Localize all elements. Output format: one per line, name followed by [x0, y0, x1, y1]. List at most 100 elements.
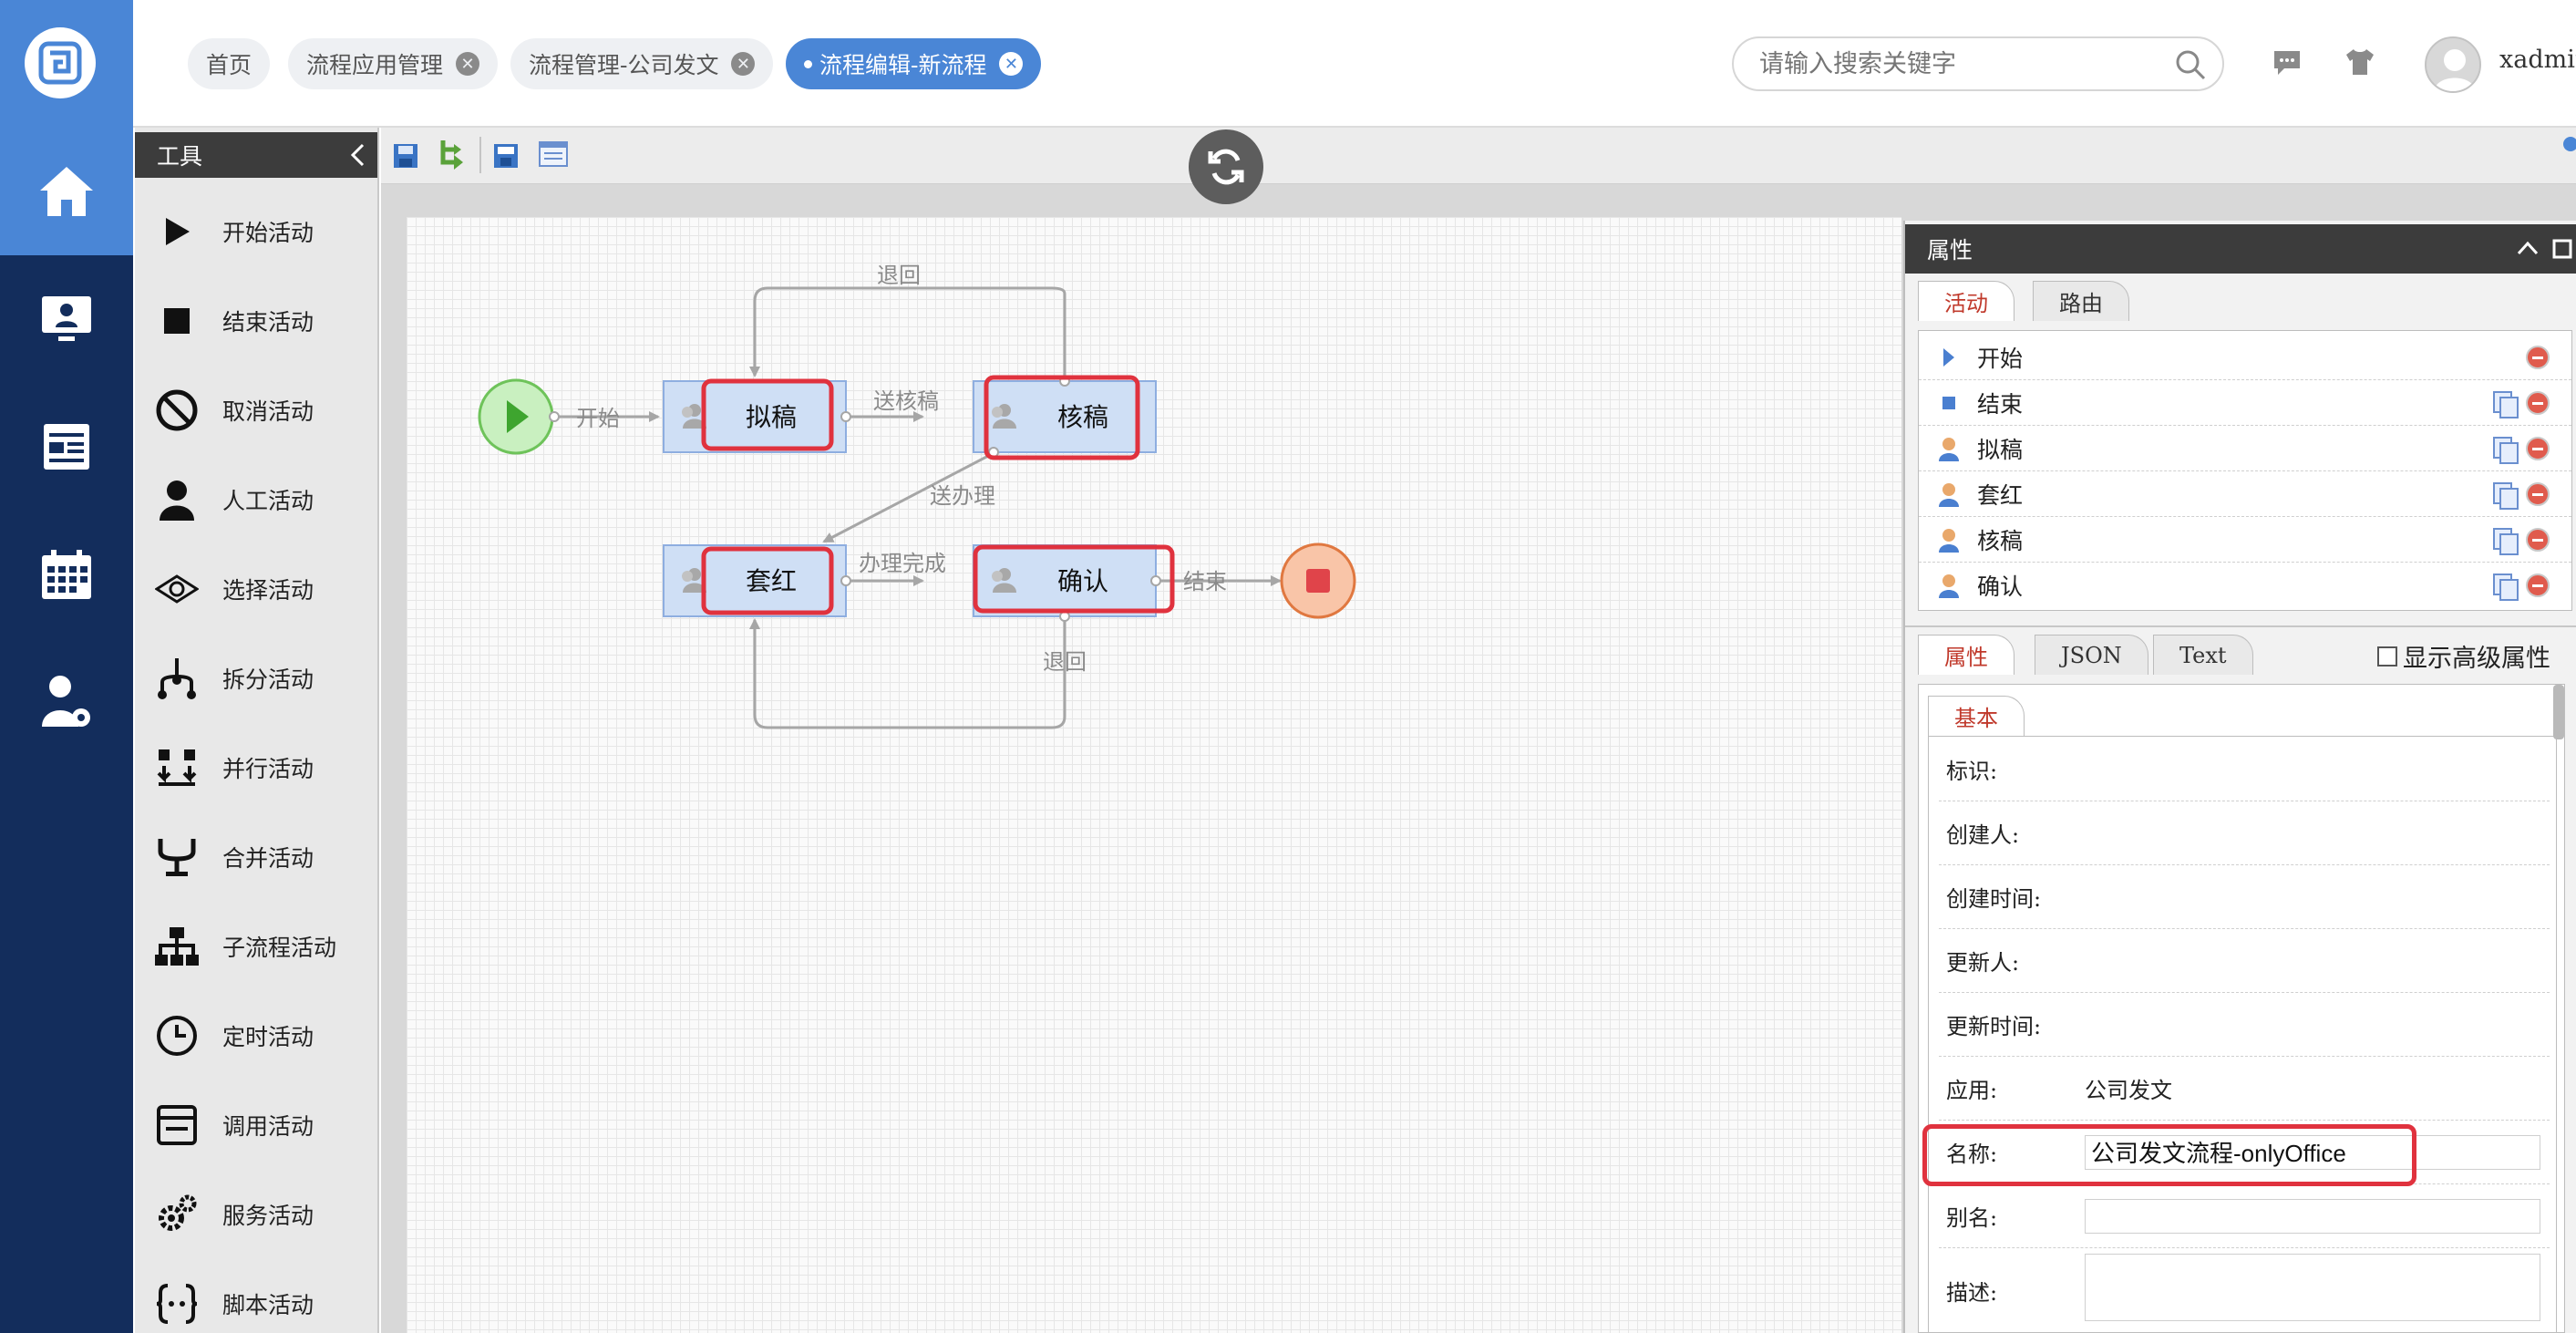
alias-input[interactable]: [2085, 1198, 2540, 1234]
delete-icon[interactable]: [2526, 437, 2550, 460]
form-view-icon[interactable]: [538, 140, 569, 168]
copy-icon[interactable]: [2493, 391, 2519, 418]
app-logo[interactable]: [25, 27, 96, 98]
nav-desktop[interactable]: [0, 255, 133, 383]
list-item[interactable]: 开始: [1919, 335, 2571, 380]
edge-back-to-redhead[interactable]: 退回: [749, 618, 1087, 729]
edge-end[interactable]: 结束: [1156, 569, 1282, 594]
tool-cancel-activity[interactable]: 取消活动: [153, 366, 314, 455]
copy-icon[interactable]: [2493, 482, 2519, 510]
property-panel-header: 属性: [1905, 224, 2576, 274]
activity-draft[interactable]: 拟稿: [663, 380, 851, 453]
shirt-icon[interactable]: [2344, 47, 2375, 77]
tab-route[interactable]: 路由: [2033, 281, 2129, 321]
save-icon[interactable]: [392, 142, 419, 170]
activity-label: 核稿: [1057, 402, 1108, 432]
tab-properties[interactable]: 属性: [1918, 635, 2014, 675]
list-item[interactable]: 确认: [1919, 563, 2571, 608]
nav-calendar[interactable]: [0, 511, 133, 638]
refresh-button[interactable]: [1189, 129, 1263, 204]
eye-choice-icon: [153, 565, 201, 613]
close-icon[interactable]: ✕: [456, 52, 480, 76]
nav-user-settings[interactable]: [0, 638, 133, 766]
copy-icon[interactable]: [2493, 437, 2519, 464]
edge-send-handle[interactable]: 送办理: [822, 452, 995, 543]
copy-icon[interactable]: [2493, 574, 2519, 601]
scrollbar-thumb[interactable]: [2553, 685, 2564, 739]
tool-start-activity[interactable]: 开始活动: [153, 187, 314, 276]
list-item[interactable]: 拟稿: [1919, 426, 2571, 471]
tool-parallel-activity[interactable]: 并行活动: [153, 723, 314, 812]
delete-icon[interactable]: [2526, 346, 2550, 369]
search-input[interactable]: [1759, 49, 2160, 78]
search-icon[interactable]: [2175, 49, 2206, 80]
tab-activity[interactable]: 活动: [1918, 281, 2014, 321]
top-header: 首页 流程应用管理 ✕ 流程管理-公司发文 ✕ 流程编辑-新流程 ✕ xadmi…: [133, 0, 2576, 128]
tab-process-management[interactable]: 流程管理-公司发文 ✕: [510, 38, 774, 89]
edge-back-to-draft[interactable]: 退回: [749, 263, 1066, 381]
avatar[interactable]: [2425, 36, 2481, 93]
tab-process-edit[interactable]: 流程编辑-新流程 ✕: [786, 38, 1042, 89]
collapse-chevron-icon[interactable]: [348, 143, 368, 167]
export-arrow-icon[interactable]: [438, 139, 467, 171]
flow-canvas[interactable]: 开始 送核稿 退回 送办理 办理完成 结束 退回: [407, 217, 1901, 1333]
field-updater: 更新人:: [1939, 929, 2550, 993]
edge-send-review[interactable]: 送核稿: [846, 388, 939, 422]
tool-split-activity[interactable]: 拆分活动: [153, 634, 314, 723]
edge-label-send-review: 送核稿: [873, 388, 939, 414]
close-icon[interactable]: ✕: [731, 52, 756, 76]
save-as-icon[interactable]: [492, 142, 520, 170]
delete-icon[interactable]: [2526, 482, 2550, 506]
tool-service-activity[interactable]: 服务活动: [153, 1170, 314, 1259]
activity-review[interactable]: 核稿: [973, 376, 1157, 458]
chevron-up-icon[interactable]: [2516, 239, 2540, 257]
end-square-icon: [1937, 396, 1961, 410]
tool-script-activity[interactable]: 脚本活动: [153, 1259, 314, 1333]
user-icon: [1937, 573, 1961, 598]
list-item[interactable]: 套红: [1919, 471, 2571, 517]
name-input[interactable]: [2085, 1134, 2540, 1170]
description-textarea[interactable]: [2085, 1254, 2540, 1321]
tool-merge-activity[interactable]: 合并活动: [153, 812, 314, 902]
ban-icon: [153, 387, 201, 434]
delete-icon[interactable]: [2526, 574, 2550, 597]
close-icon[interactable]: ✕: [999, 52, 1024, 76]
field-label: 应用:: [1946, 1078, 1998, 1103]
delete-icon[interactable]: [2526, 391, 2550, 415]
nav-home[interactable]: [0, 128, 133, 255]
tool-subprocess-activity[interactable]: 子流程活动: [153, 902, 336, 991]
edge-label-back1: 退回: [877, 263, 921, 288]
tab-text[interactable]: Text: [2153, 635, 2253, 675]
tab-home[interactable]: 首页: [188, 38, 271, 89]
status-dot: [2563, 137, 2576, 151]
username[interactable]: xadmin: [2499, 46, 2576, 74]
tool-invoke-activity[interactable]: 调用活动: [153, 1080, 314, 1170]
activity-redhead[interactable]: 套红: [663, 544, 851, 617]
delete-icon[interactable]: [2526, 528, 2550, 552]
tab-basic[interactable]: 基本: [1928, 696, 2025, 736]
copy-icon[interactable]: [2493, 528, 2519, 555]
users-icon: [992, 568, 1016, 593]
left-nav: [0, 0, 133, 1333]
tool-choice-activity[interactable]: 选择活动: [153, 544, 314, 634]
edge-start[interactable]: 开始: [556, 406, 660, 431]
nav-documents[interactable]: [0, 383, 133, 511]
advanced-toggle[interactable]: 显示高级属性: [2377, 638, 2550, 674]
activity-confirm[interactable]: 确认: [973, 544, 1161, 622]
maximize-icon[interactable]: [2552, 239, 2572, 259]
tool-end-activity[interactable]: 结束活动: [153, 276, 314, 366]
tab-process-app-management[interactable]: 流程应用管理 ✕: [288, 38, 499, 89]
tool-timer-activity[interactable]: 定时活动: [153, 991, 314, 1080]
start-node[interactable]: [478, 378, 560, 455]
message-icon[interactable]: [2272, 49, 2303, 77]
advanced-checkbox[interactable]: [2377, 646, 2397, 666]
tab-json[interactable]: JSON: [2035, 635, 2148, 675]
list-item[interactable]: 结束: [1919, 380, 2571, 426]
edge-handle-done[interactable]: 办理完成: [846, 551, 946, 586]
users-icon: [682, 568, 706, 593]
highlight-review: [984, 375, 1140, 460]
field-created-time: 创建时间:: [1939, 865, 2550, 929]
list-item[interactable]: 核稿: [1919, 517, 2571, 563]
end-node[interactable]: [1280, 542, 1356, 619]
tool-manual-activity[interactable]: 人工活动: [153, 455, 314, 544]
